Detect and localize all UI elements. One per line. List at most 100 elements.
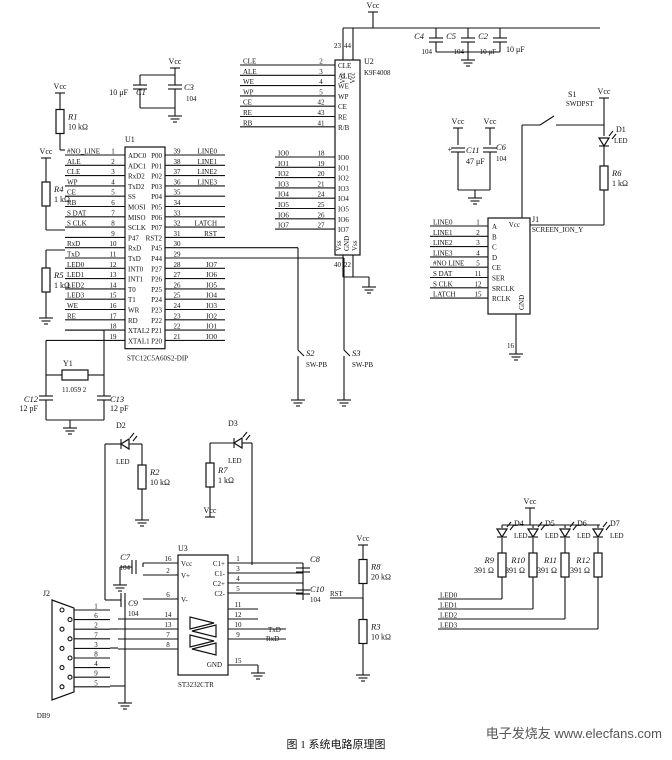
resistor-R5	[41, 267, 51, 293]
u1-body	[124, 146, 166, 350]
u2-pinnum: 23	[334, 42, 342, 50]
j1-pinname: SER	[492, 275, 505, 283]
val-R7: 1 kΩ	[218, 476, 234, 485]
j1-net: LINE3	[433, 249, 453, 257]
led-body	[526, 528, 540, 539]
u1-pinname: P03	[151, 183, 162, 191]
ref-C12: C12	[24, 394, 39, 404]
vcc-label: Vcc	[367, 1, 380, 10]
u3-pinname: C1-	[215, 570, 226, 578]
u1-pinname: SCLK	[128, 224, 146, 232]
j1-pinname: B	[492, 233, 497, 241]
ref-C2: C2	[478, 31, 489, 41]
led-D1	[597, 137, 611, 148]
u2-net: CE	[243, 99, 252, 107]
db9-pin	[59, 626, 65, 632]
val-C7: 104	[120, 564, 131, 572]
wires	[39, 11, 617, 710]
u2-net: IO2	[278, 170, 289, 178]
u1-pinnum: 9	[111, 230, 115, 238]
u1-net: LINE3	[198, 178, 218, 186]
ref-C9: C9	[128, 598, 139, 608]
db9-pinnum: 7	[94, 631, 98, 639]
components	[41, 59, 611, 701]
led-net: LED1	[440, 602, 458, 610]
val-C1: 10 μF	[109, 88, 128, 97]
u1-pinnum: 1	[111, 148, 115, 156]
u2-pinname: CE	[338, 103, 347, 111]
ref-S3: S3	[352, 348, 361, 358]
val-D3: LED	[228, 457, 242, 465]
u2-pinname: R/B	[338, 124, 350, 132]
j1-pinname: CE	[492, 264, 501, 272]
u1-pinnum: 23	[174, 312, 182, 320]
labels: U1STC12C5A60S2-DIP1ADC0#NO_LINE2ADC1ALE3…	[20, 1, 628, 751]
u3-pinnum: 15	[235, 657, 243, 665]
db9-pinnum: 9	[94, 670, 98, 678]
u2-net: IO3	[278, 180, 289, 188]
u1-pinname: P44	[151, 255, 162, 263]
u3-receiver	[191, 624, 217, 638]
u1-pinname: P04	[151, 193, 162, 201]
u1-net: IO7	[206, 261, 217, 269]
resistor-R12	[593, 552, 603, 578]
val-R2: 10 kΩ	[150, 478, 170, 487]
u1-net: RST	[204, 230, 218, 238]
j1-part: SCREEN_ION_Y	[532, 226, 583, 234]
ref-C10: C10	[310, 584, 325, 594]
val-C11: 47 μF	[466, 157, 485, 166]
led-arrow	[537, 521, 543, 528]
led-arrow	[129, 432, 135, 439]
val-D4: LED	[514, 532, 528, 540]
led-arrow	[569, 521, 575, 528]
ref-C8: C8	[310, 554, 321, 564]
u2-gnd-label: GND	[343, 236, 351, 251]
u2-gnd-label: Vss	[351, 240, 359, 251]
vcc-label: Vcc	[524, 497, 537, 506]
db9-pin	[67, 636, 73, 642]
u1-pinnum: 32	[174, 220, 182, 228]
u1-pinnum: 13	[110, 271, 118, 279]
ref-C7: C7	[120, 552, 131, 562]
val-R12: 391 Ω	[570, 566, 590, 575]
u3-pinnum: 9	[236, 631, 240, 639]
j1-pinname: SRCLK	[492, 285, 515, 293]
u2-pinname: CLE	[338, 62, 351, 70]
u1-pinnum: 18	[110, 323, 118, 331]
ref-C11: C11	[466, 145, 480, 155]
val-C13: 12 pF	[110, 404, 129, 413]
u2-vcc-label: Vcc	[339, 72, 347, 83]
u2-net: IO7	[278, 222, 289, 230]
resistor-R9	[497, 552, 507, 578]
u1-pinname: P20	[151, 337, 162, 345]
u1-pinname: P25	[151, 286, 162, 294]
db9-pin	[59, 607, 65, 613]
u2-net: WE	[243, 78, 254, 86]
u1-pinnum: 34	[174, 199, 182, 207]
c11-plus: +	[447, 145, 452, 154]
u1-net: CLE	[67, 168, 80, 176]
u1-pinnum: 19	[110, 333, 118, 341]
vcc-label: Vcc	[484, 117, 497, 126]
u1-pinnum: 36	[174, 178, 182, 186]
u2-net: IO0	[278, 150, 289, 158]
vcc-label: Vcc	[357, 534, 370, 543]
ref-S1: S1	[568, 90, 576, 99]
led-body	[591, 528, 605, 539]
ref-C5: C5	[446, 31, 456, 41]
u2-net: WP	[243, 88, 254, 96]
val-R9: 391 Ω	[474, 566, 494, 575]
j1-net: S DAT	[433, 270, 453, 278]
val-S2: SW-PB	[306, 361, 327, 369]
led-body	[495, 528, 509, 539]
vcc-label: Vcc	[452, 117, 465, 126]
led-arrow	[540, 524, 546, 531]
u1-pinname: P24	[151, 296, 162, 304]
val-R3: 10 kΩ	[371, 633, 391, 642]
u1-pinnum: 26	[174, 281, 182, 289]
j1-pinname: C	[492, 244, 497, 252]
j1-ref: J1	[532, 215, 539, 224]
val-C4: 104	[422, 48, 433, 56]
u2-pinnum: 18	[318, 150, 326, 158]
val-D1: LED	[614, 137, 628, 145]
